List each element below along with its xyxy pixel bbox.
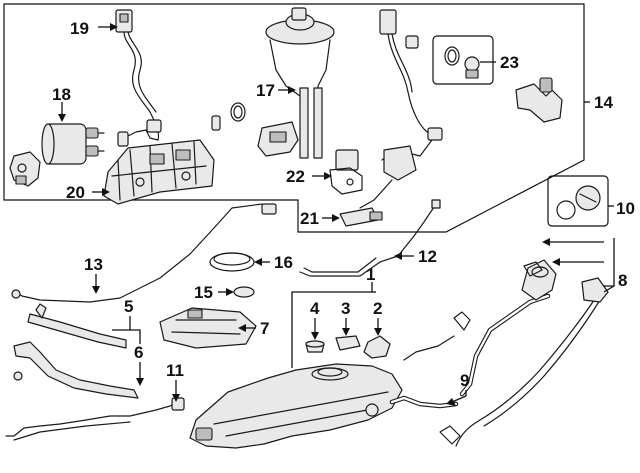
callout-5: 5 (124, 297, 133, 316)
part-11-fuel-line (5, 397, 185, 441)
inset-box-10 (547, 175, 609, 227)
part-8-filler-pipe (439, 259, 609, 447)
part-2-insulator (363, 335, 391, 359)
callout-9: 9 (460, 371, 469, 390)
part-7-heat-shield (159, 307, 257, 349)
part-23-fitting (444, 46, 480, 79)
part-12-fuel-line (299, 199, 441, 277)
callout-10: 10 (616, 199, 635, 218)
part-18-bracket (9, 151, 41, 187)
callout-23: 23 (500, 53, 519, 72)
seal-rings (211, 102, 246, 131)
pump-assembly-frame (3, 3, 585, 233)
part-16-lock-ring (209, 252, 255, 272)
part-21-bracket (339, 207, 383, 227)
callout-8: 8 (618, 271, 627, 290)
vent-valve (515, 77, 563, 123)
callout-13: 13 (84, 255, 103, 274)
callout-4: 4 (310, 299, 320, 318)
leader-lines (58, 23, 615, 406)
callout-1: 1 (366, 265, 375, 284)
part-1-fuel-tank (189, 363, 403, 449)
callout-11: 11 (166, 361, 184, 380)
part-13-fuel-line (11, 203, 277, 303)
inset-box-23 (432, 35, 494, 85)
part-9-vent-hose (389, 335, 459, 409)
part-4-grommet (305, 340, 325, 353)
callout-2: 2 (373, 299, 382, 318)
callout-14: 14 (594, 93, 613, 112)
part-18-fuel-filter (41, 123, 105, 165)
callout-19: 19 (70, 19, 89, 38)
callout-20: 20 (66, 183, 85, 202)
part-6-tank-strap (13, 341, 139, 399)
part-15-gasket (233, 286, 255, 298)
harness-right (359, 9, 443, 209)
callout-15: 15 (194, 283, 213, 302)
part-17-fuel-pump-module (257, 7, 335, 159)
callout-6: 6 (134, 343, 143, 362)
callout-3: 3 (341, 299, 350, 318)
part-22-fuel-level-sender (329, 149, 363, 195)
part-5-tank-strap (27, 303, 127, 349)
part-3-pad (335, 335, 361, 351)
callout-7: 7 (260, 319, 269, 338)
part-19-wire-harness (115, 9, 162, 147)
part-10-fuel-cap (556, 185, 601, 220)
part-20-pump-housing (103, 139, 215, 205)
callout-22: 22 (286, 167, 305, 186)
callout-21: 21 (300, 209, 319, 228)
callout-17: 17 (256, 81, 275, 100)
callout-16: 16 (274, 253, 293, 272)
callout-18: 18 (52, 85, 71, 104)
callout-labels: 19 18 17 20 22 21 23 14 10 16 15 7 12 13… (52, 19, 635, 390)
callout-12: 12 (418, 247, 437, 266)
